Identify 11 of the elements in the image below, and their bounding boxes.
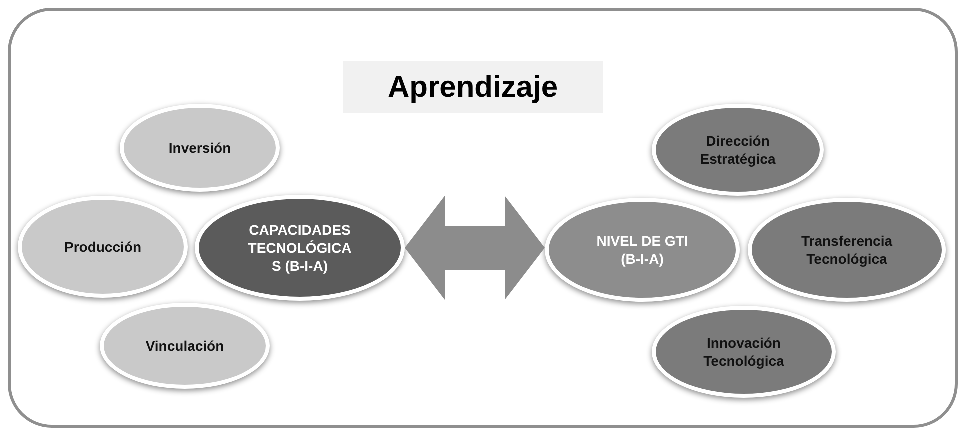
node-label: Dirección Estratégica: [699, 132, 777, 168]
rounded-frame: [8, 8, 958, 428]
title-text: Aprendizaje: [343, 61, 603, 113]
node-label: CAPACIDADES TECNOLÓGICA S (B-I-A): [247, 220, 353, 276]
node-label: Vinculación: [146, 336, 224, 356]
node-label: NIVEL DE GTI (B-I-A): [596, 232, 690, 268]
node-label: Inversión: [168, 138, 232, 158]
node-label: Innovación Tecnológica: [702, 334, 786, 370]
node-label: Producción: [64, 238, 142, 256]
node-label: Transferencia Tecnológica: [800, 232, 894, 268]
double-arrow: [405, 196, 545, 300]
